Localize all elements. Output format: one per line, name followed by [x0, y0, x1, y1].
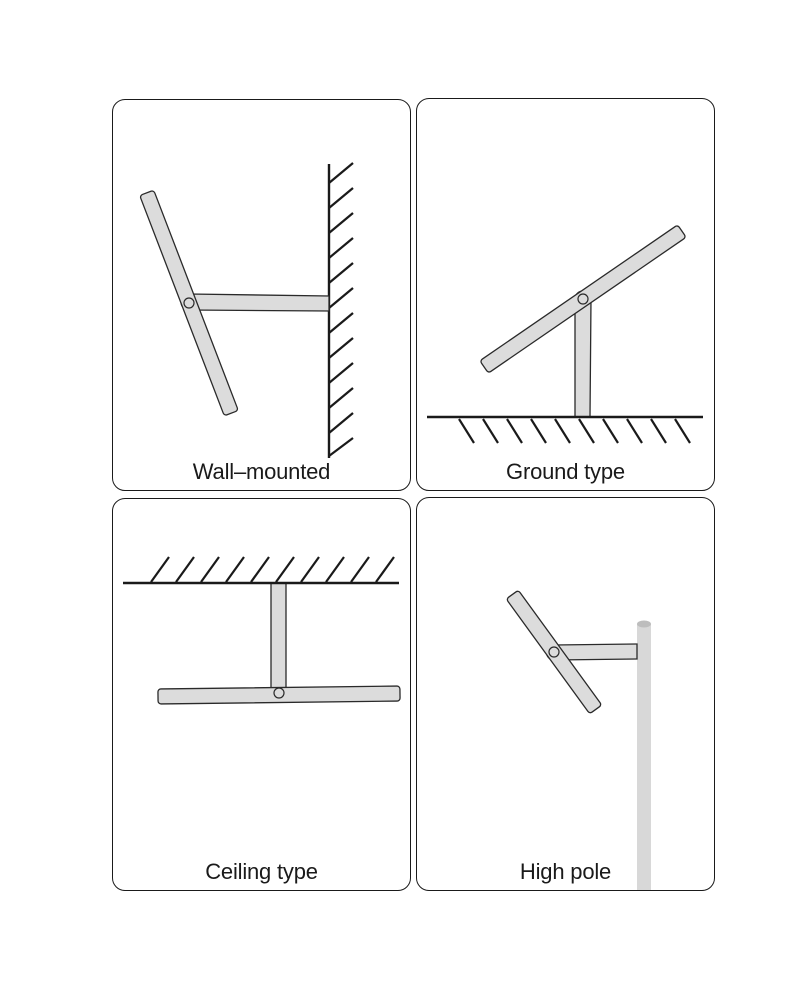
ground-type-panel: Ground type	[416, 98, 715, 491]
ground-mount-icon	[427, 225, 703, 444]
pivot-joint	[183, 297, 195, 309]
caption-ceiling-type: Ceiling type	[205, 859, 318, 884]
pivot-joint	[577, 293, 589, 305]
wall-mounted-panel: Wall–mounted	[112, 99, 411, 491]
high-pole-panel: High pole	[416, 497, 715, 891]
pole-mount-icon	[506, 590, 651, 890]
pole-top	[637, 620, 651, 628]
wall-mount-icon	[139, 162, 354, 458]
caption-wall-mounted: Wall–mounted	[192, 459, 331, 484]
ceiling-mount-icon	[123, 556, 401, 705]
pivot-joint	[548, 646, 560, 658]
pole	[637, 624, 651, 890]
ceiling-type-panel: Ceiling type	[112, 498, 411, 891]
wall-hatching	[328, 162, 354, 457]
ground-hatching	[458, 418, 691, 444]
caption-high-pole: High pole	[519, 859, 612, 884]
bracket-arm	[180, 293, 330, 312]
ceiling-hanger	[270, 582, 287, 702]
ceiling-hatching	[150, 556, 395, 583]
pivot-joint	[273, 687, 285, 699]
caption-ground-type: Ground type	[506, 459, 625, 484]
